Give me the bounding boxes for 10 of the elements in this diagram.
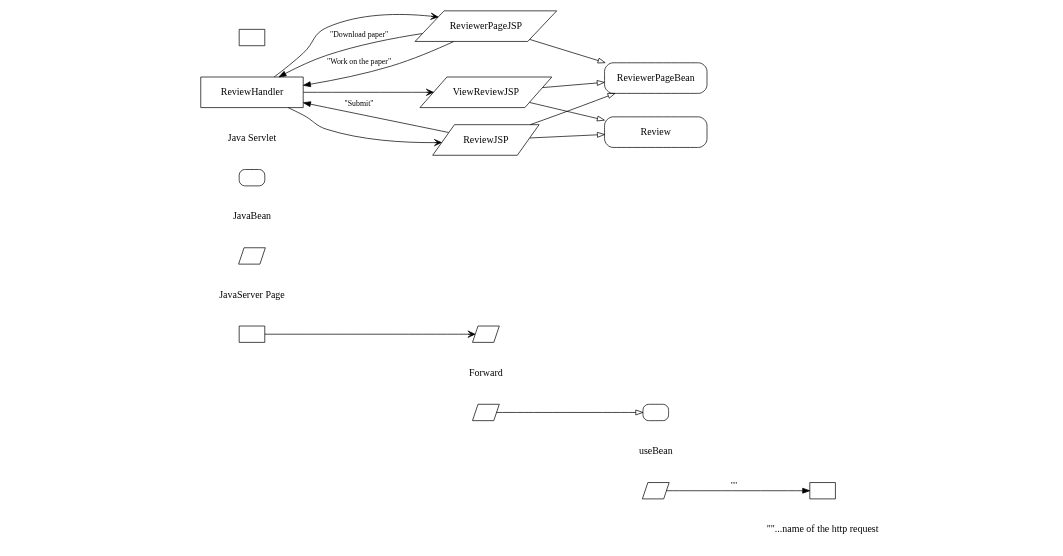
edge-label: "Work on the paper" bbox=[326, 56, 391, 66]
edge-label: "Download paper" bbox=[329, 30, 388, 40]
legend-label: JavaServer Page bbox=[218, 288, 285, 300]
legend-label: ""...name of the http request bbox=[766, 523, 878, 535]
legend-label: JavaBean bbox=[232, 210, 271, 222]
legend-label: Java Servlet bbox=[227, 132, 276, 144]
edge-label: "" bbox=[730, 481, 737, 491]
legend-label: useBean bbox=[638, 445, 673, 457]
edge-label: "Submit" bbox=[344, 98, 374, 108]
legend-label: Forward bbox=[468, 366, 503, 378]
